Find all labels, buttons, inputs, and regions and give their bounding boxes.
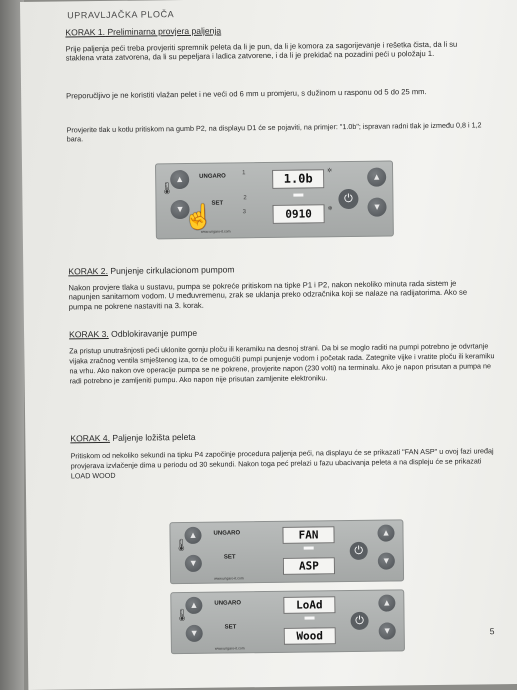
status-led	[303, 546, 314, 550]
power-button-p4[interactable]: ⏻	[338, 188, 359, 210]
document-page: UPRAVLJAČKA PLOČA KORAK 1. Preliminarna …	[20, 0, 517, 690]
down-button-p6[interactable]: ▼	[367, 197, 387, 217]
display-top: 1.0b	[272, 169, 325, 189]
step1-paragraph-3: Provjerite tlak u kotlu pritiskom na gum…	[66, 120, 482, 144]
display-top: FAN	[282, 526, 335, 544]
indicator-3-label: 3	[242, 209, 246, 216]
step2-heading: KORAK 2. Punjenje cirkulacionom pumpom	[68, 264, 235, 277]
display-bottom: ASP	[282, 557, 336, 575]
step3-paragraph: Za pristup unutrašnjosti peći uklonite g…	[69, 341, 495, 386]
control-panel-1: 🌡 ▲ ▼ UNGARO SET 1 2 3 1.0b 0910 ✲ ❄ ⏻ ▲…	[154, 160, 394, 240]
brand-logo: UNGARO	[214, 600, 242, 607]
indicator-2-label: 2	[243, 195, 247, 202]
page-header: UPRAVLJAČKA PLOČA	[67, 9, 175, 21]
down-button-p2[interactable]: ▼	[185, 624, 203, 643]
step4-paragraph: Pritiskom od nekoliko sekundi na tipku P…	[70, 446, 494, 481]
control-panel-3: 🌡 ▲ ▼ UNGARO SET LoAd Wood ⏻ ▲ ▼ www.ung…	[170, 589, 405, 655]
brand-logo: UNGARO	[199, 173, 226, 180]
step4-heading: KORAK 4. Paljenje ložišta peleta	[70, 431, 196, 444]
snowflake-icon: ❄	[327, 206, 333, 213]
status-led	[293, 193, 304, 197]
up-button-p5[interactable]: ▲	[377, 524, 395, 542]
display-top: LoAd	[283, 596, 336, 614]
set-label: SET	[224, 624, 237, 631]
brand-logo: UNGARO	[213, 530, 241, 537]
set-label: SET	[223, 554, 236, 561]
step3-heading: KORAK 3. Odblokiravanje pumpe	[69, 327, 198, 340]
up-button-p1[interactable]: ▲	[185, 596, 203, 615]
website-label: www.ungaro-it.com	[214, 646, 245, 651]
down-button-p2[interactable]: ▼	[184, 554, 202, 573]
step1-paragraph-1: Prije paljenja peći treba provjeriti spr…	[65, 39, 458, 63]
background-edge	[0, 0, 24, 690]
up-button-p5[interactable]: ▲	[378, 594, 396, 612]
page-number: 5	[489, 626, 495, 637]
down-button-p6[interactable]: ▼	[377, 552, 395, 570]
step2-paragraph: Nakon provjere tlaka u sustavu, pumpa se…	[68, 278, 468, 312]
display-bottom: Wood	[283, 627, 336, 645]
down-button-p6[interactable]: ▼	[378, 622, 396, 640]
indicator-1-label: 1	[242, 170, 246, 177]
control-panel-2: 🌡 ▲ ▼ UNGARO SET FAN ASP ⏻ ▲ ▼ www.ungar…	[169, 519, 405, 585]
step1-paragraph-2: Preporučljivo je ne koristiti vlažan pel…	[66, 87, 427, 101]
display-bottom: 0910	[272, 204, 325, 224]
power-button-p4[interactable]: ⏻	[350, 611, 369, 631]
power-button-p4[interactable]: ⏻	[349, 541, 368, 561]
up-button-p5[interactable]: ▲	[367, 167, 387, 187]
status-led	[304, 616, 315, 620]
step1-heading: KORAK 1. Preliminarna provjera paljenja	[65, 25, 222, 38]
up-button-p1[interactable]: ▲	[184, 526, 202, 545]
fan-icon: ✲	[327, 168, 333, 175]
hand-pointer-icon: ☝	[183, 203, 214, 232]
up-button-p1[interactable]: ▲	[170, 169, 190, 190]
website-label: www.ungaro-it.com	[214, 576, 244, 581]
